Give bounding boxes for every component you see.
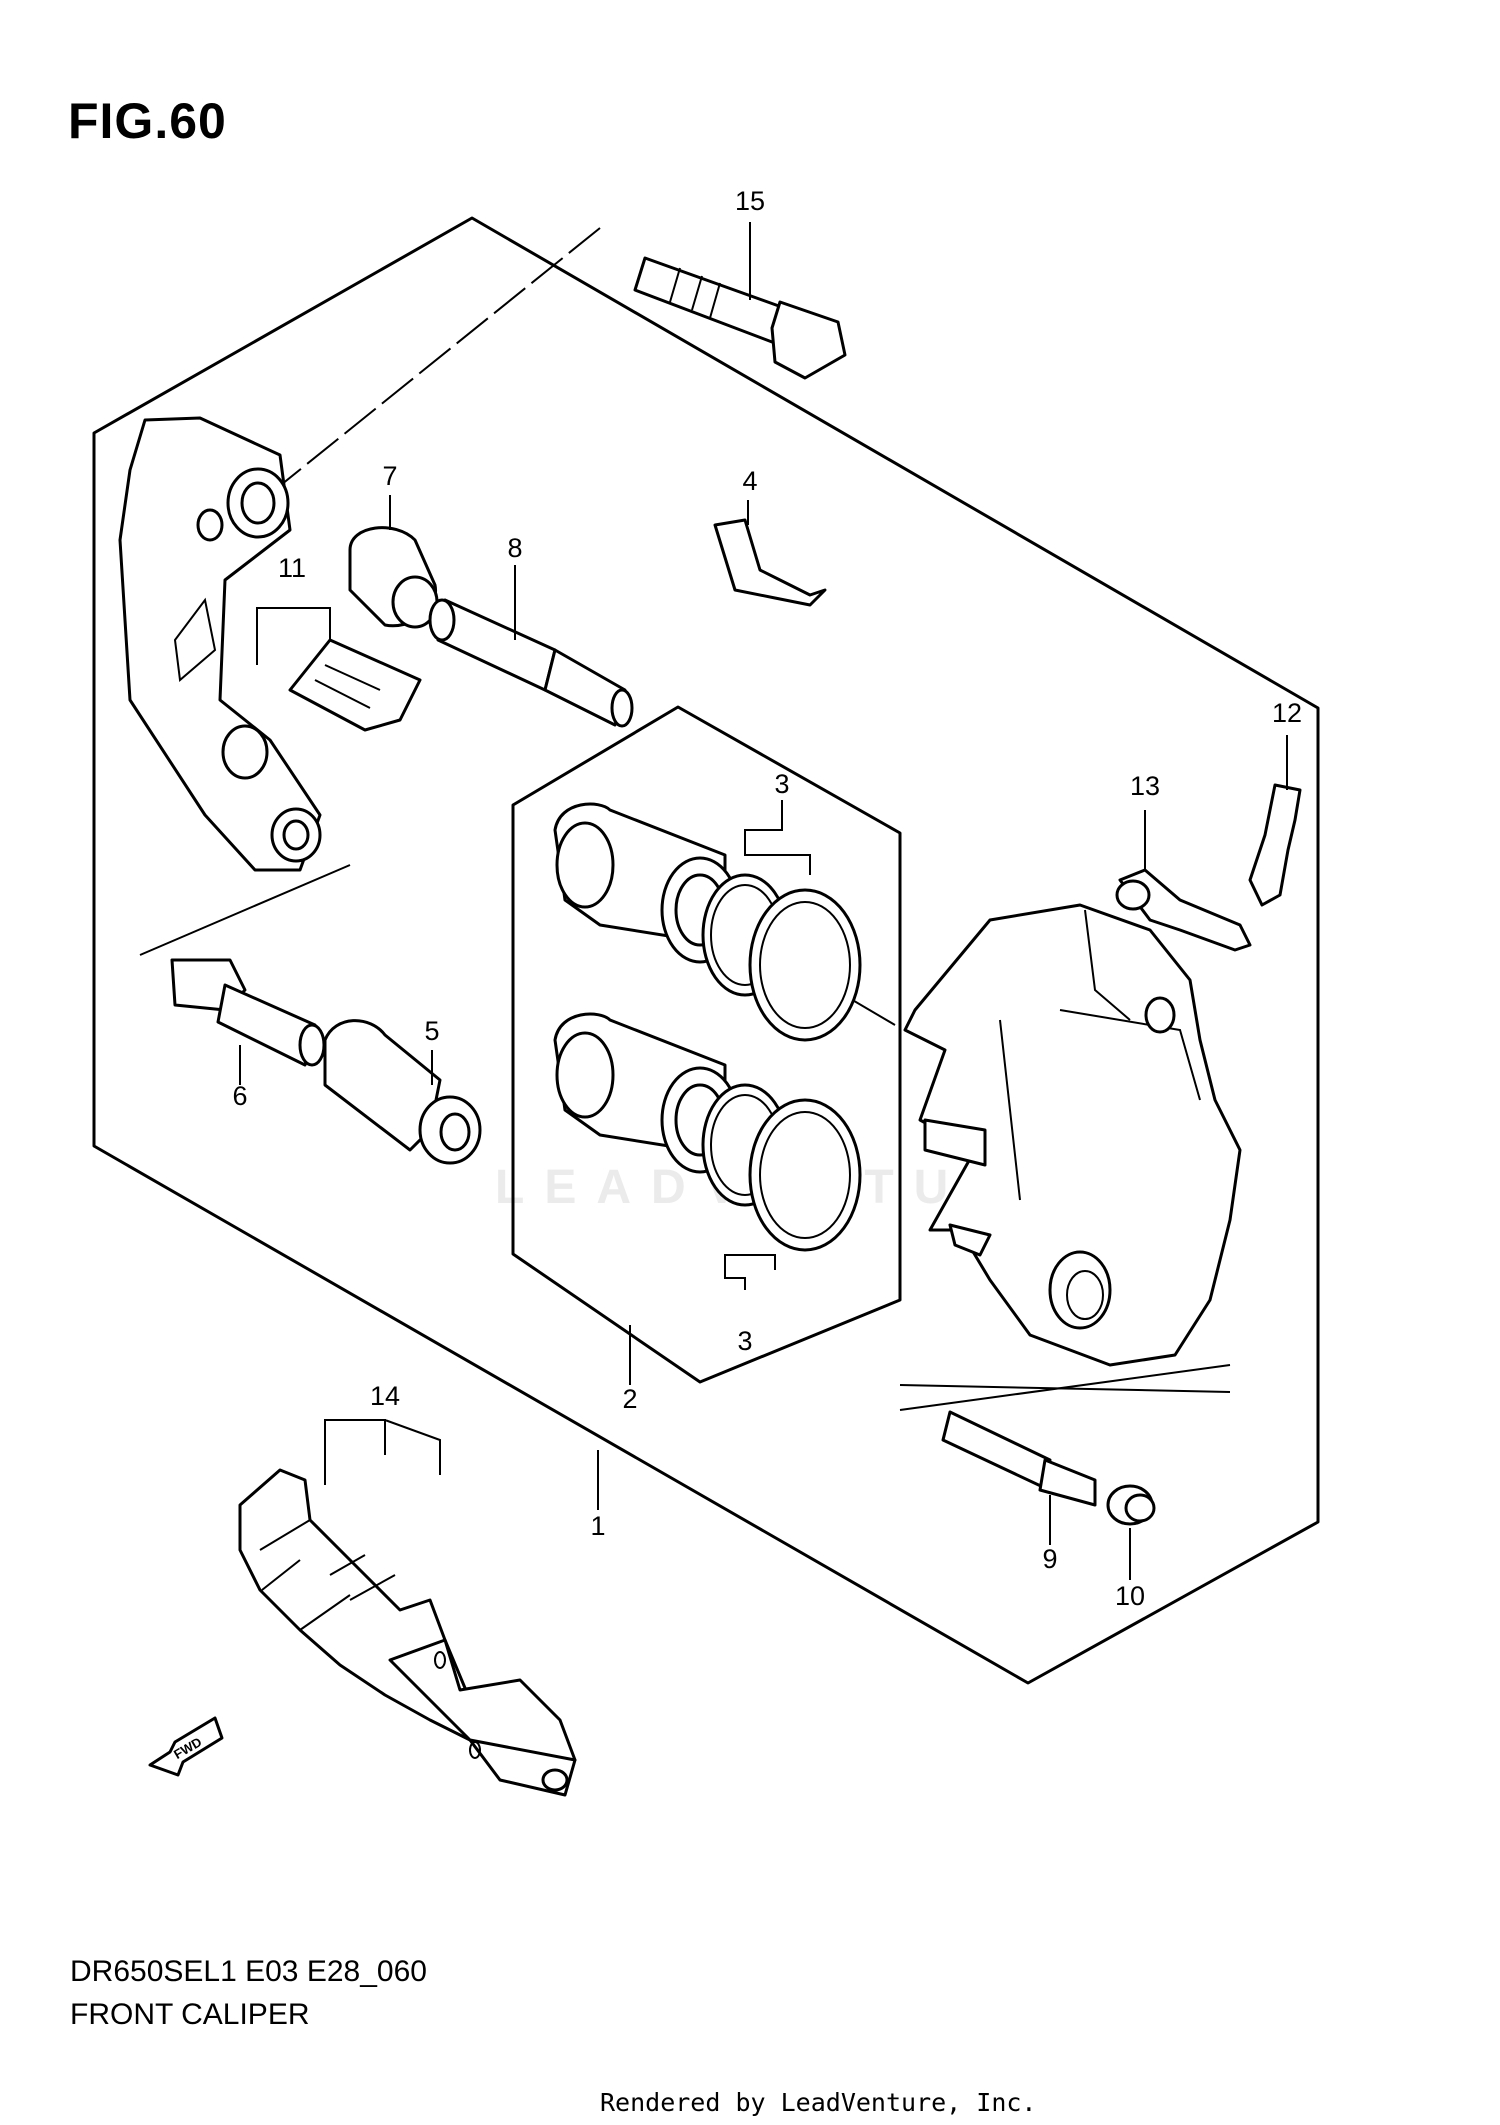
callout-6: 6 bbox=[232, 1081, 247, 1111]
guide-line-slide bbox=[899, 1384, 1231, 1393]
part-4-pad-retainer bbox=[713, 518, 827, 607]
callout-7: 7 bbox=[382, 461, 397, 491]
callout-3-upper: 3 bbox=[774, 769, 789, 799]
callout-12: 12 bbox=[1272, 698, 1302, 728]
model-code: DR650SEL1 E03 E28_060 bbox=[70, 1955, 427, 1988]
diagram-caption: FRONT CALIPER bbox=[70, 1998, 310, 2031]
seal-set-upper bbox=[701, 873, 862, 1042]
leader-3-lower bbox=[724, 1254, 776, 1290]
callout-14: 14 bbox=[370, 1381, 400, 1411]
kit-outline-2 bbox=[511, 705, 902, 1384]
callout-10: 10 bbox=[1115, 1581, 1145, 1611]
part-8-slide-pin bbox=[428, 598, 634, 728]
guide-line-pin bbox=[139, 864, 351, 956]
fwd-arrow-icon: FWD bbox=[148, 1716, 224, 1777]
seal-set-lower bbox=[701, 1083, 862, 1252]
callout-4: 4 bbox=[742, 466, 757, 496]
leader-14 bbox=[324, 1419, 441, 1485]
part-9-slide-pin bbox=[941, 1410, 1097, 1507]
part-13-cap bbox=[1115, 868, 1252, 952]
figure-title: FIG.60 bbox=[68, 93, 227, 149]
caliper-bracket bbox=[118, 416, 322, 872]
callout-13: 13 bbox=[1130, 771, 1160, 801]
leader-11 bbox=[256, 607, 331, 665]
part-6-pin bbox=[170, 958, 326, 1067]
part-10-plug bbox=[1106, 1484, 1156, 1526]
callout-9: 9 bbox=[1042, 1544, 1057, 1574]
part-5-boot bbox=[323, 1019, 482, 1165]
callout-5: 5 bbox=[424, 1016, 439, 1046]
part-7-boot bbox=[348, 526, 439, 629]
callout-15: 15 bbox=[735, 186, 765, 216]
caliper-body bbox=[903, 903, 1242, 1367]
assembly-outline-1 bbox=[92, 216, 1320, 1685]
piston-lower bbox=[553, 1012, 740, 1174]
callout-3-lower: 3 bbox=[737, 1326, 752, 1356]
callout-8: 8 bbox=[507, 533, 522, 563]
callout-2: 2 bbox=[622, 1384, 637, 1414]
rendered-by-credit: Rendered by LeadVenture, Inc. bbox=[600, 2088, 1037, 2117]
part-14-pad-set bbox=[238, 1468, 577, 1797]
leader-3-upper bbox=[744, 800, 811, 875]
callout-11: 11 bbox=[278, 553, 306, 583]
part-12-bleeder bbox=[1248, 783, 1302, 907]
guide-line-bolt bbox=[224, 227, 601, 531]
part-11-pad-spring bbox=[288, 638, 422, 732]
callout-1: 1 bbox=[590, 1511, 605, 1541]
part-15-bolt bbox=[633, 256, 847, 380]
